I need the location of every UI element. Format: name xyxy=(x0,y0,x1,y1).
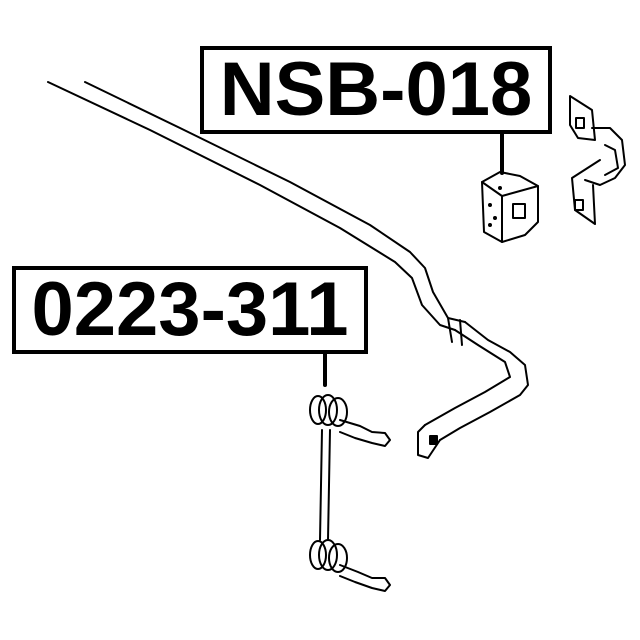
bushing-bracket xyxy=(569,95,626,225)
bushing xyxy=(481,171,539,243)
part-number-label: NSB-018 xyxy=(219,47,533,132)
part-callout-nsb-018: NSB-018 xyxy=(200,46,552,134)
stabilizer-link xyxy=(309,394,391,592)
part-number-label: 0223-311 xyxy=(31,267,349,352)
stabilizer-bar xyxy=(47,81,529,459)
part-callout-0223-311: 0223-311 xyxy=(12,266,368,354)
